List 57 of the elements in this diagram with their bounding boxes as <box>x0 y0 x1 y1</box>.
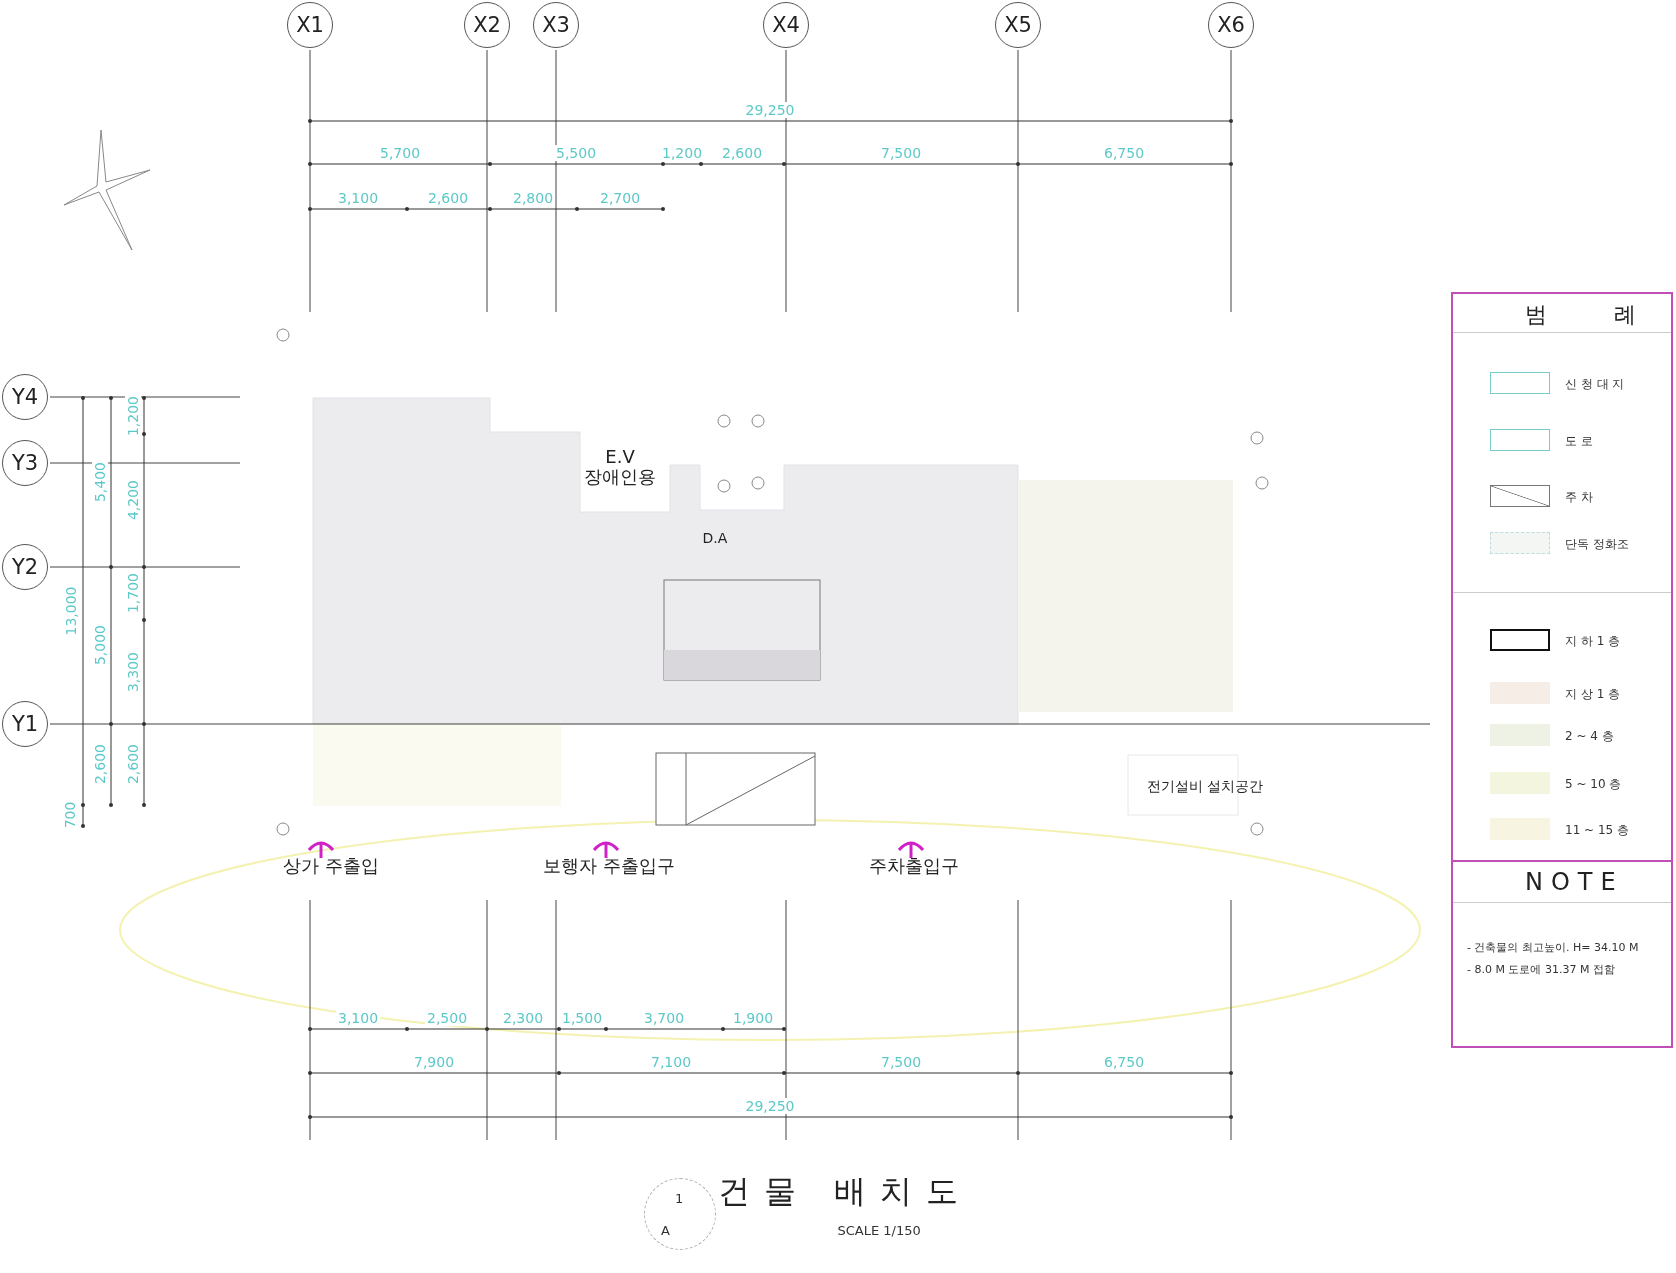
dimension-label: 5,500 <box>554 145 599 161</box>
dimension-label: 2,700 <box>598 190 643 206</box>
grid-bubble: Y3 <box>2 440 48 486</box>
dimension-label: 2,600 <box>426 190 471 206</box>
grid-bubble: X2 <box>464 2 510 48</box>
legend-label: 2 ~ 4 층 <box>1565 728 1614 745</box>
legend-label: 지 상 1 층 <box>1565 686 1621 703</box>
grid-bubble: X4 <box>763 2 809 48</box>
note-text: - 8.0 M 도로에 31.37 M 접함 <box>1467 962 1615 977</box>
grid-bubble: X3 <box>533 2 579 48</box>
plan-label: 상가 주출입 <box>283 856 379 876</box>
dimension-label: 6,750 <box>1102 1054 1147 1070</box>
dimension-label: 2,300 <box>501 1010 546 1026</box>
legend-label: 지 하 1 층 <box>1565 633 1621 650</box>
dimension-label: 29,250 <box>743 102 797 118</box>
plan-label: 보행자 주출입구 <box>543 856 675 876</box>
dimension-label: 1,900 <box>731 1010 776 1026</box>
dimension-label: 1,500 <box>560 1010 605 1026</box>
scale-label: SCALE 1/150 <box>837 1222 921 1238</box>
dimension-label: 5,700 <box>378 145 423 161</box>
plan-label: 전기설비 설치공간 <box>1147 778 1264 796</box>
plan-label: 주차출입구 <box>869 856 959 876</box>
note-panel <box>1451 860 1673 1048</box>
note-text: - 건축물의 최고높이. H= 34.10 M <box>1467 940 1639 955</box>
legend-heading: 범 례 <box>1525 301 1666 329</box>
legend-label: 주 차 <box>1565 489 1593 506</box>
drawing-title: 건물 배치도 <box>718 1171 973 1212</box>
dimension-label: 29,250 <box>743 1098 797 1114</box>
dimension-label: 3,100 <box>336 190 381 206</box>
legend-label: 11 ~ 15 층 <box>1565 822 1630 839</box>
grid-bubble: Y4 <box>2 374 48 420</box>
dimension-label: 3,700 <box>642 1010 687 1026</box>
dimension-label: 2,800 <box>511 190 556 206</box>
grid-bubble: X6 <box>1208 2 1254 48</box>
note-heading: NOTE <box>1525 868 1624 896</box>
grid-bubble: Y2 <box>2 544 48 590</box>
grid-bubble: Y1 <box>2 701 48 747</box>
plan-label: D.A <box>702 530 728 546</box>
dimension-label: 2,600 <box>720 145 765 161</box>
dimension-label: 1,200 <box>660 145 705 161</box>
sheet-letter: A <box>661 1223 670 1238</box>
legend-label: 신 청 대 지 <box>1565 376 1625 393</box>
dimension-label: 3,100 <box>336 1010 381 1026</box>
section-number: 1 <box>675 1191 684 1206</box>
grid-bubble: X1 <box>287 2 333 48</box>
dimension-label: 7,100 <box>649 1054 694 1070</box>
legend-label: 5 ~ 10 층 <box>1565 776 1622 793</box>
dimension-label: 2,500 <box>425 1010 470 1026</box>
dimension-label: 6,750 <box>1102 145 1147 161</box>
legend-label: 도 로 <box>1565 433 1593 450</box>
plan-label: E.V 장애인용 <box>584 447 656 487</box>
dimension-label: 7,900 <box>412 1054 457 1070</box>
dimension-label: 7,500 <box>879 1054 924 1070</box>
legend-panel <box>1451 292 1673 860</box>
grid-bubble: X5 <box>995 2 1041 48</box>
legend-label: 단독 정화조 <box>1565 536 1629 553</box>
dimension-label: 7,500 <box>879 145 924 161</box>
